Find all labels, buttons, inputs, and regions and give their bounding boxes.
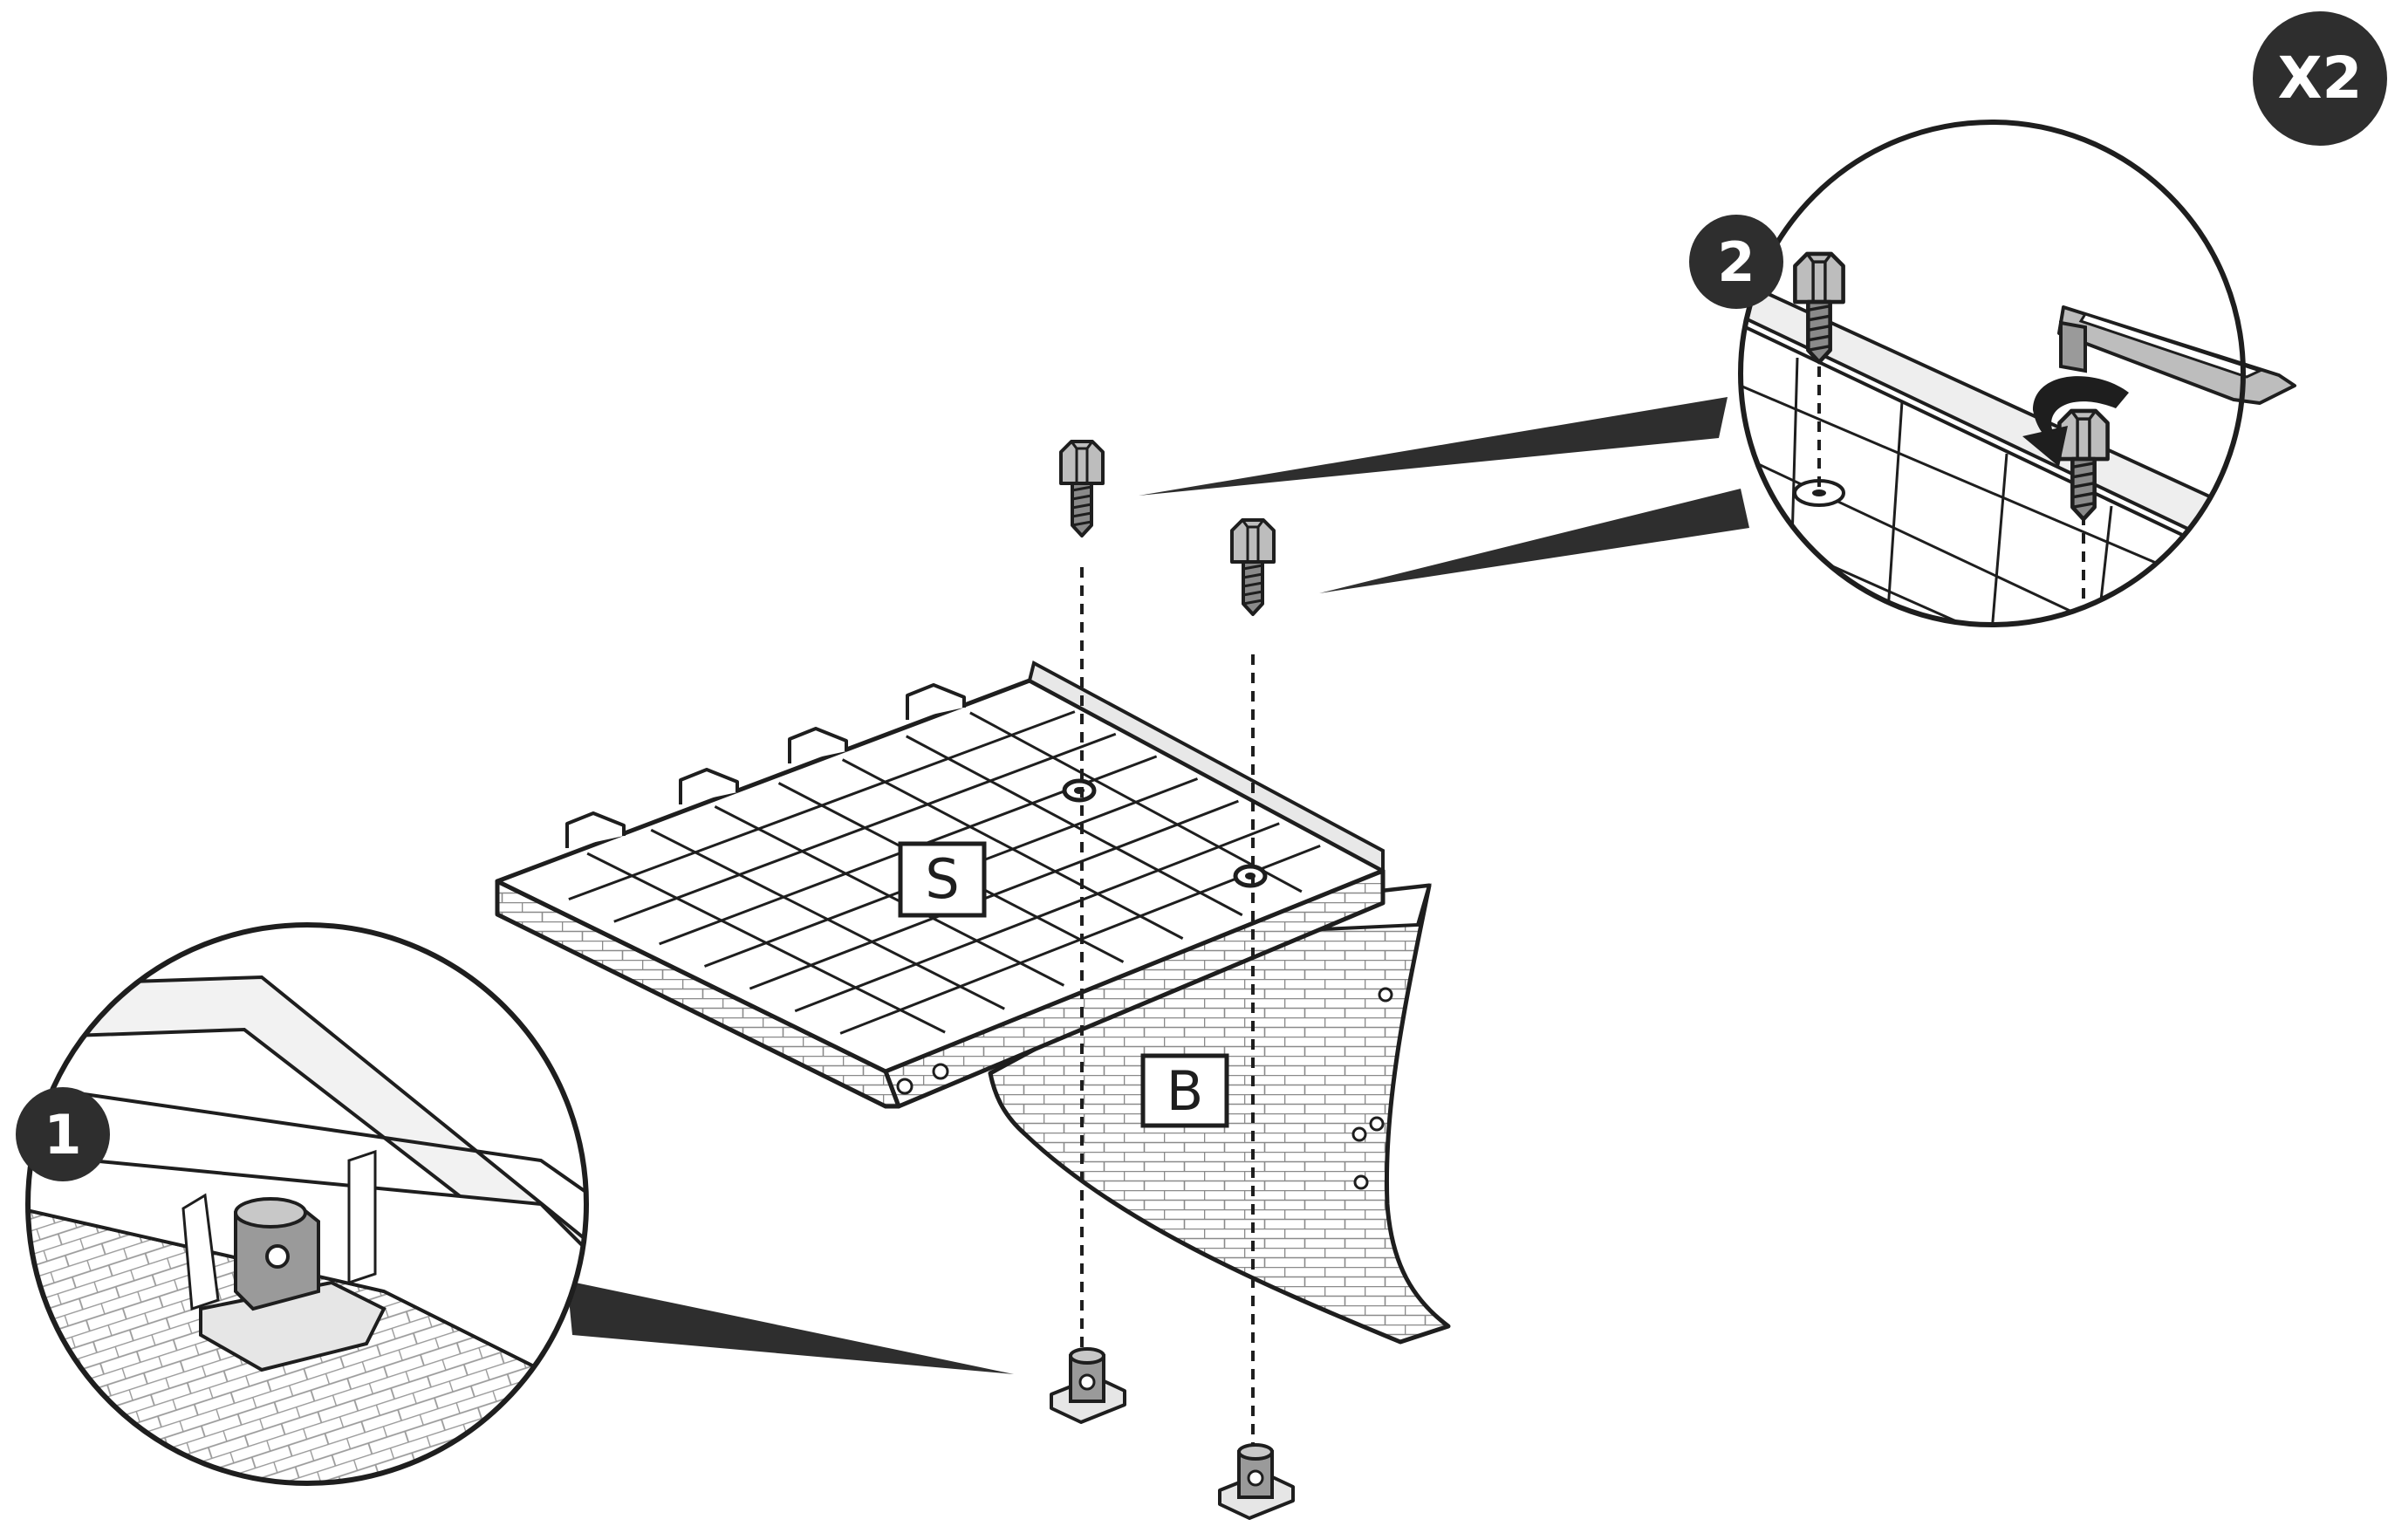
bolt-shank	[1806, 299, 1832, 365]
bolt-thread	[2072, 482, 2095, 489]
bolt-shank	[1242, 560, 1264, 616]
quantity-badge: X2	[2253, 11, 2387, 146]
detail-1: 1	[16, 922, 589, 1486]
bolt-thread	[1242, 572, 1263, 579]
detail-2-grid	[1741, 357, 2243, 625]
seat-grid-line	[613, 732, 1117, 923]
seat-panel-back-lip	[1027, 660, 1385, 874]
detail-1-rail-line	[28, 1080, 586, 1223]
seat-grid-line	[568, 710, 1076, 901]
bolt-thread	[1071, 511, 1092, 518]
detail-1-nut-top	[234, 1197, 307, 1229]
bolt-thread	[1808, 345, 1830, 352]
bolt-thread	[2072, 471, 2095, 479]
seat-panel: S	[495, 660, 1386, 1109]
seat-tab	[565, 811, 626, 848]
detail-2-hole-2	[2053, 614, 2105, 625]
quantity-badge-circle	[2253, 11, 2387, 146]
cam-lock-nut-icon	[1050, 1347, 1126, 1424]
seat-front-hole	[932, 1063, 949, 1080]
hex-key-shaft	[2059, 320, 2087, 373]
nut-top	[1237, 1443, 1274, 1461]
seat-panel-label-box	[898, 841, 987, 918]
bolt-thread	[1071, 485, 1092, 492]
detail-2-circle-border	[1738, 120, 2246, 627]
base-panel-hole	[1378, 987, 1393, 1003]
seat-grid-line	[794, 822, 1280, 1013]
bolt-thread	[1242, 590, 1263, 597]
detail-1-pointer	[567, 1281, 1014, 1374]
guide-lines	[1080, 567, 1255, 1475]
cam-bolt-icon	[1793, 251, 1845, 365]
bolt-thread	[1242, 581, 1263, 588]
bolt-facets	[1241, 519, 1265, 562]
bolt-thread	[2072, 502, 2095, 509]
detail-1-fin-left	[181, 1193, 220, 1311]
detail-2: 2	[1689, 120, 2296, 632]
bolt-facets	[2070, 409, 2097, 460]
cam-bolt-icon	[2057, 408, 2110, 522]
bolt-shank	[2070, 456, 2097, 522]
step-1-label: 1	[44, 1103, 81, 1167]
bolt-thread	[1071, 494, 1092, 501]
hex-key-icon	[2057, 305, 2296, 405]
base-panel: B	[988, 883, 1451, 1345]
bolt-facets	[1805, 252, 1833, 303]
bolt-thread	[1242, 564, 1263, 571]
step-2-label: 2	[1717, 230, 1755, 294]
cam-lock-nut-icon	[1218, 1443, 1295, 1520]
detail-1-panel-top	[28, 1149, 586, 1417]
seat-panel-label: S	[925, 847, 959, 911]
hex-key-slot	[2078, 312, 2264, 379]
bolt-thread	[2072, 462, 2095, 469]
bolt-thread	[1071, 520, 1092, 527]
detail-1-nut-hole	[265, 1244, 290, 1269]
detail-2-hole-1-center	[1812, 489, 1826, 496]
seat-tab	[906, 683, 966, 720]
cam-bolt-icon	[1059, 440, 1105, 537]
bolt-thread	[2072, 491, 2095, 499]
nut-hole	[1247, 1469, 1264, 1487]
seat-grid-line	[749, 799, 1239, 990]
step-1-badge	[16, 1087, 110, 1181]
seat-front-hole	[896, 1078, 913, 1095]
bolt-shank	[1071, 482, 1093, 537]
detail-1-circle-border	[25, 922, 589, 1486]
rotate-arrow-icon	[2022, 376, 2129, 467]
detail-2-hole-2-center	[2072, 625, 2086, 632]
cam-bolt-icon	[1230, 518, 1276, 616]
quantity-badge-label: X2	[2278, 44, 2363, 112]
base-panel-label: B	[1167, 1059, 1204, 1123]
nut-hole	[1078, 1373, 1096, 1391]
bolt-thread	[1071, 503, 1092, 510]
base-panel-hole	[1369, 1116, 1385, 1132]
step-2-badge	[1689, 215, 1783, 309]
bolt-thread	[1808, 334, 1830, 342]
bolt-thread	[1808, 305, 1830, 311]
bolt-thread	[1808, 325, 1830, 332]
base-panel-label-box	[1140, 1053, 1229, 1128]
base-panel-hole	[1351, 1126, 1367, 1142]
bolt-thread	[1808, 314, 1830, 322]
bolt-facets	[1070, 441, 1094, 483]
base-panel-hole	[1353, 1174, 1369, 1190]
nut-top	[1069, 1347, 1105, 1365]
detail-1-fin-right	[347, 1149, 377, 1285]
seat-tab	[679, 768, 739, 804]
detail-2-pointer-a	[1139, 397, 1728, 496]
bolt-head	[1793, 251, 1845, 305]
seat-tab	[788, 727, 848, 763]
bolt-thread	[1242, 599, 1263, 606]
seat-panel-tabs	[565, 683, 966, 848]
detail-2-pointer-b	[1319, 489, 1749, 593]
